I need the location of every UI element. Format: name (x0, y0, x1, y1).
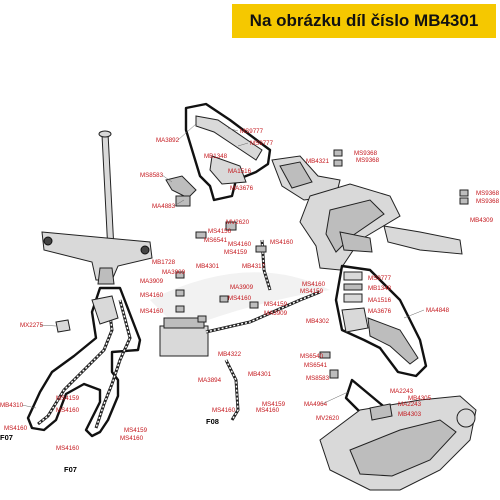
label-ms9777: MS9777 (250, 140, 274, 147)
label-ma1516: MA1516 (368, 297, 392, 304)
key-f08: F08 (206, 417, 219, 426)
label-mb4310: MB4310 (0, 402, 24, 409)
label-ms4159: MS4159 (124, 427, 148, 434)
label-ms9777: MS9777 (368, 275, 392, 282)
label-mb4301: MB4301 (248, 371, 272, 378)
label-ms4160: MS4160 (56, 445, 80, 452)
label-ms4160: MS4160 (228, 295, 252, 302)
part-labels: MA3892 MS9777 MS9777 MB1348 MB4321 MS936… (0, 128, 500, 452)
label-mx2275: MX2275 (20, 322, 44, 329)
master-cylinder-left (209, 155, 247, 185)
label-ms6541: MS6541 (304, 362, 328, 369)
label-mb4322: MB4322 (218, 351, 242, 358)
label-ms9368: MS9368 (476, 190, 500, 197)
label-mb4303: MB4303 (398, 411, 422, 418)
label-ms4160: MS4160 (228, 241, 252, 248)
mirror-arm-left (195, 115, 263, 161)
lever-pivot-left (175, 195, 191, 207)
label-ms4160: MS4160 (4, 425, 28, 432)
bolt-mx2275 (55, 319, 71, 333)
label-ms4160: MS4160 (302, 281, 326, 288)
section-keys: F07 F07 F08 (0, 417, 219, 474)
label-mb4305: MB4305 (408, 395, 432, 402)
label-mb4321: MB4321 (306, 158, 330, 165)
label-ms4159: MS4159 (264, 301, 288, 308)
label-ma1516: MA1516 (228, 168, 252, 175)
label-mv2620: MV2620 (316, 415, 340, 422)
label-ma2243: MA2243 (390, 388, 414, 395)
label-ms4159: MS4159 (300, 288, 324, 295)
label-ms4156: MS4156 (208, 228, 232, 235)
label-ms4160: MS4160 (270, 239, 294, 246)
battery-box (159, 325, 209, 357)
rear-hub (456, 408, 476, 428)
label-ms4160: MS4160 (140, 308, 164, 315)
right-master-cylinder-outline (334, 264, 428, 378)
label-ma2243: MA2243 (398, 401, 422, 408)
throttle-housing (339, 231, 373, 253)
rear-caliper (369, 403, 393, 421)
label-mb4317: MB4317 (242, 263, 266, 270)
label-mb1348: MB1348 (204, 153, 228, 160)
label-ms4159: MS4159 (224, 249, 248, 256)
fittings (175, 149, 469, 379)
left-grip (279, 161, 313, 189)
label-ms9368: MS9368 (476, 198, 500, 205)
label-mb4309: MB4309 (470, 217, 494, 224)
label-ms4160: MS4160 (56, 407, 80, 414)
label-mb4302: MB4302 (306, 318, 330, 325)
label-ms6541: MS6541 (204, 237, 228, 244)
label-ma4848: MA4848 (426, 307, 450, 314)
label-ms4160: MS4160 (256, 407, 280, 414)
label-ma3892: MA3892 (156, 137, 180, 144)
label-ms4159: MS4159 (262, 401, 286, 408)
hose-junction (91, 295, 119, 325)
label-ms9368: MS9368 (354, 150, 378, 157)
label-mb4301: MB4301 (196, 263, 220, 270)
label-ma3909: MA3909 (230, 284, 254, 291)
watermark-shape (150, 272, 330, 330)
exploded-parts-diagram: MA3892 MS9777 MS9777 MB1348 MB4321 MS936… (0, 102, 500, 491)
key-f07: F07 (0, 433, 13, 442)
label-ma3909: MA3909 (162, 269, 186, 276)
part-number-banner: Na obrázku díl číslo MB4301 (232, 4, 496, 38)
banner-title: Na obrázku díl číslo MB4301 (249, 11, 479, 30)
label-ms4160: MS4160 (140, 292, 164, 299)
right-master-cylinder-parts (341, 271, 419, 365)
label-mb1728: MB1728 (152, 259, 176, 266)
label-ms8583: MS8583 (306, 375, 330, 382)
label-ms4160: MS4160 (120, 435, 144, 442)
label-ma3894: MA3894 (198, 377, 222, 384)
label-ma4964: MA4964 (304, 401, 328, 408)
label-ms4160: MS4160 (212, 407, 236, 414)
label-ma3676: MA3676 (230, 185, 254, 192)
brake-lever-left (165, 175, 197, 199)
steering-stem (41, 130, 153, 285)
label-ma3676: MA3676 (368, 308, 392, 315)
label-ms9368: MS9368 (356, 157, 380, 164)
rear-brake-hose-outline (26, 286, 142, 438)
label-ms4159: MS4159 (56, 395, 80, 402)
label-mv2620: MV2620 (226, 219, 250, 226)
label-ms6540: MS6540 (300, 353, 324, 360)
label-ms8583: MS8583 (140, 172, 164, 179)
label-mb1348: MB1348 (368, 285, 392, 292)
battery-top (163, 317, 205, 329)
leader-lines (21, 123, 425, 409)
label-ma3909: MA3909 (140, 278, 164, 285)
label-ma4883: MA4883 (152, 203, 176, 210)
right-grip (383, 225, 463, 255)
label-ms9777: MS9777 (240, 128, 264, 135)
brake-hose-lines (37, 299, 132, 429)
key-f07: F07 (64, 465, 77, 474)
swing-arm-inner (349, 419, 457, 477)
label-ma3909: MA3909 (264, 310, 288, 317)
